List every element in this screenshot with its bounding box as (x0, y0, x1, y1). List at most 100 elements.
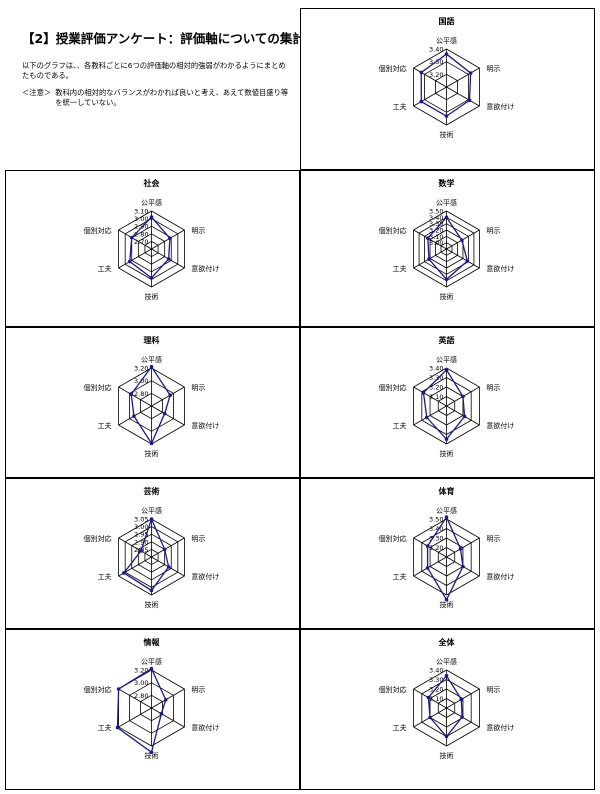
data-point-gijutsu (149, 750, 154, 755)
chart-title: 理科 (144, 335, 160, 345)
axis-line (413, 688, 447, 709)
tick-label: 3.20 (429, 544, 443, 552)
axis-kouheikan-label: 公平感 (141, 198, 162, 207)
chart-title: 数学 (439, 178, 455, 188)
axis-iyokuzuke-label: 意欲付け (486, 723, 514, 732)
data-point-gijutsu (149, 441, 154, 446)
data-point-gijutsu (444, 734, 449, 739)
axis-iyokuzuke-label: 意欲付け (486, 264, 514, 273)
data-point-iyokuzuke (166, 257, 171, 261)
axis-line (118, 688, 152, 709)
radar-chart-svg: 数学3.003.103.203.303.403.50公平感明示意欲付け技術工夫個… (379, 178, 515, 301)
data-point-meiji (468, 71, 473, 75)
axis-kufuu-label: 工夫 (393, 572, 407, 581)
chart-title: 全体 (438, 637, 456, 647)
axis-line (446, 688, 480, 709)
axis-kufuu-label: 工夫 (393, 723, 407, 732)
axis-gijutsu-label: 技術 (145, 449, 159, 458)
tick-label: 3.20 (429, 384, 443, 392)
chart-title: 芸術 (144, 486, 160, 496)
data-point-kobetsu-taiou (116, 687, 121, 691)
tick-label: 3.00 (134, 215, 148, 223)
description-text: 以下のグラフは、、各教科ごとに6つの評価軸の相対的強弱がわかるようにまとめたもの… (22, 61, 286, 80)
data-point-meiji (162, 547, 167, 552)
axis-kouheikan-label: 公平感 (436, 506, 457, 515)
axis-iyokuzuke-label: 意欲付け (191, 723, 219, 732)
data-point-iyokuzuke (460, 715, 464, 719)
axis-iyokuzuke-label: 意欲付け (486, 421, 514, 430)
page-heading: 【2】授業評価アンケート：評価軸についての集計 (22, 31, 305, 46)
chart-title: 国語 (439, 16, 455, 26)
tick-label: 3.10 (429, 695, 443, 703)
data-point-meiji (163, 697, 168, 702)
data-point-iyokuzuke (166, 565, 171, 569)
tick-label: 2.80 (134, 230, 148, 238)
data-point-iyokuzuke (162, 411, 167, 416)
data-point-kufuu (428, 715, 432, 720)
tick-label: 3.00 (134, 679, 148, 687)
axis-kouheikan-label: 公平感 (141, 506, 162, 515)
axis-kobetsu-taiou-label: 個別対応 (84, 685, 112, 694)
axis-kobetsu-taiou-label: 個別対応 (84, 226, 112, 235)
tick-label: 3.40 (429, 525, 443, 533)
data-point-meiji (461, 394, 465, 399)
data-point-kobetsu-taiou (129, 392, 134, 397)
data-point-kouheikan (149, 215, 154, 219)
axis-meiji-label: 明示 (191, 227, 205, 235)
axis-line (413, 67, 447, 88)
tick-label: 3.10 (429, 233, 443, 241)
axis-line (151, 405, 185, 426)
axis-kouheikan-label: 公平感 (141, 355, 162, 364)
data-point-gijutsu (444, 114, 449, 118)
tick-label: 3.20 (429, 227, 443, 235)
axis-line (446, 248, 480, 269)
data-point-kouheikan (444, 368, 449, 372)
data-point-kouheikan (444, 515, 449, 519)
data-point-kobetsu-taiou (426, 695, 431, 700)
data-point-meiji (168, 236, 172, 241)
axis-line (413, 556, 447, 577)
data-point-meiji (460, 238, 464, 242)
axis-iyokuzuke-label: 意欲付け (191, 421, 219, 430)
axis-meiji-label: 明示 (486, 384, 500, 392)
tick-label: 2.95 (134, 531, 148, 539)
axis-kouheikan-label: 公平感 (436, 355, 457, 364)
tick-label: 3.30 (429, 374, 443, 382)
data-point-gijutsu (149, 276, 154, 280)
tick-label: 3.40 (429, 46, 443, 54)
axis-kobetsu-taiou-label: 個別対応 (379, 383, 407, 392)
data-point-kobetsu-taiou (425, 544, 430, 548)
data-point-kouheikan (444, 673, 449, 678)
axis-gijutsu-label: 技術 (440, 600, 454, 609)
axis-kobetsu-taiou-label: 個別対応 (84, 383, 112, 392)
axis-gijutsu-label: 技術 (440, 292, 454, 301)
tick-label: 3.05 (134, 516, 148, 524)
tick-label: 3.50 (429, 516, 443, 524)
data-point-kobetsu-taiou (419, 70, 424, 75)
tick-label: 2.90 (134, 223, 148, 231)
data-point-kouheikan (444, 52, 449, 56)
axis-line (413, 86, 447, 107)
tick-label: 3.20 (429, 686, 443, 694)
data-point-meiji (458, 547, 463, 551)
data-point-kufuu (115, 725, 120, 730)
axis-line (446, 537, 480, 558)
axis-kouheikan-label: 公平感 (436, 36, 457, 45)
axis-gijutsu-label: 技術 (440, 130, 454, 139)
data-point-gijutsu (444, 437, 449, 442)
axis-iyokuzuke-label: 意欲付け (191, 264, 219, 273)
axis-iyokuzuke-label: 意欲付け (191, 572, 219, 581)
chart-title: 情報 (143, 637, 161, 647)
data-point-kouheikan (149, 364, 154, 369)
axis-line (151, 537, 185, 558)
note: ＜注意＞ 教科内の相対的なバランスがわかれば良いと考え、あえて数値目盛り等を統一… (22, 88, 292, 108)
